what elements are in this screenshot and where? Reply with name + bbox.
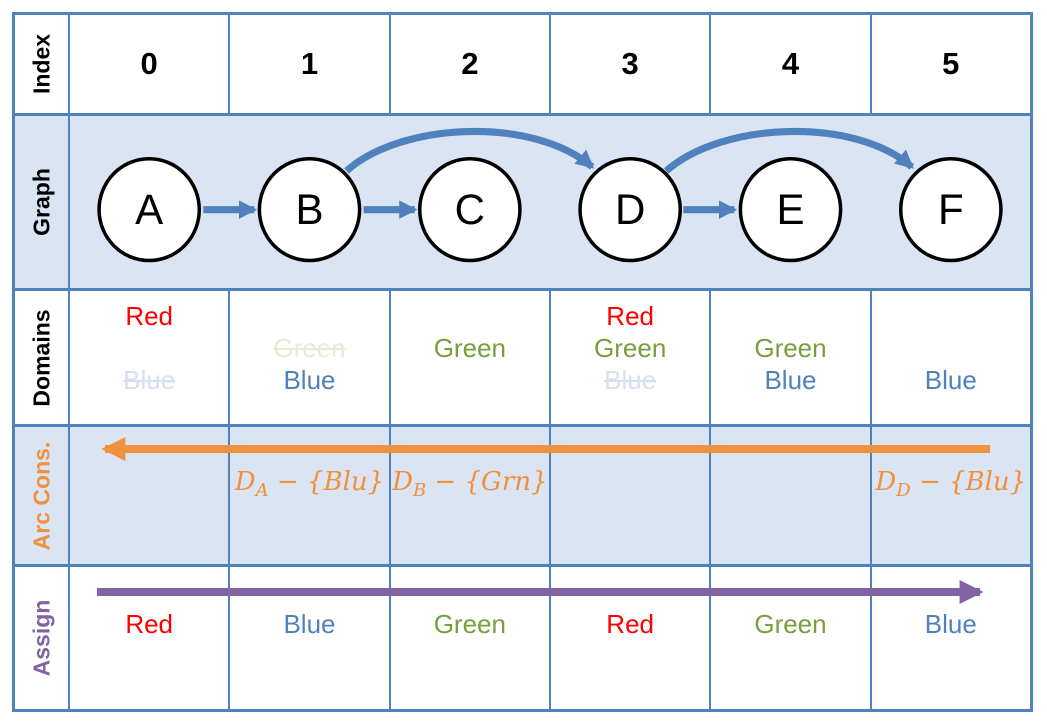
assigned-color: Red [125,609,174,639]
domain-value: Blue [123,365,176,395]
graph-row-label: Graph [28,168,54,236]
graph-row-label-cell: Graph [15,116,70,288]
domain-value [70,332,228,364]
csp-table: Index 0 1 2 3 4 5 Graph [12,12,1033,712]
index-row: Index 0 1 2 3 4 5 [15,15,1030,113]
assign-cell-4: Green [709,567,869,709]
graph-node-D-label: D [615,186,645,233]
domain-cell-1: Green Blue [228,291,388,424]
index-row-label: Index [28,33,54,95]
assigned-color: Blue [924,609,977,639]
constraint-graph-svg: A B C D E [97,127,1003,263]
domain-value: Green [594,333,667,363]
graph-node-E-label: E [776,186,804,233]
domain-reduction-formula: DB − {Grn} [392,467,548,502]
assigned-color: Blue [283,609,336,639]
index-cell-0: 0 [140,46,158,81]
graph-node-E: E [738,156,843,263]
edge-D-F [663,127,915,174]
domain-cell-2: Green [388,291,549,424]
edge-B-D [344,127,595,174]
index-cell-4: 4 [709,15,869,113]
assign-cell-0: Red [70,567,228,709]
domain-value: Blue [604,365,657,395]
graph-node-A-label: A [135,186,164,233]
index-row-label-cell: Index [15,15,70,113]
domain-value: Green [273,333,346,363]
domain-value [391,300,549,332]
assign-cell-3: Red [548,567,709,709]
domain-value: Blue [764,365,817,395]
arc-cons-cell-5: DD − {Blu} [869,427,1030,564]
arc-cons-cell-0 [70,427,228,564]
assigned-color: Green [754,609,827,639]
domain-value [391,364,549,396]
domain-value: Red [606,301,654,331]
index-cell-2: 2 [388,15,549,113]
arc-cons-row-label-cell: Arc Cons. [15,427,70,564]
domain-value [872,300,1030,332]
domain-reduction-formula: DA − {Blu} [234,467,385,502]
arc-cons-row-label: Arc Cons. [28,441,54,550]
assigned-color: Red [606,609,654,639]
graph-node-B-label: B [295,186,323,233]
assign-cell-1: Blue [228,567,388,709]
domain-value: Blue [924,365,977,395]
domain-value [711,300,869,332]
domains-row: Domains Red Blue Green Blue Green Red Gr… [15,288,1030,424]
domain-cell-3: Red Green Blue [548,291,709,424]
index-cell-3: 3 [548,15,709,113]
assign-row-label-cell: Assign [15,567,70,709]
domain-value: Red [125,301,174,331]
graph-node-B: B [257,156,362,263]
arc-cons-cell-3 [548,427,709,564]
index-cell-5: 5 [869,15,1030,113]
graph-node-F-label: F [938,186,964,233]
arc-cons-cell-1: DA − {Blu} [228,427,388,564]
constraint-graph: A B C D E [70,116,1030,288]
graph-row: Graph [15,113,1030,288]
graph-node-D: D [578,156,683,263]
graph-node-C-label: C [455,186,485,233]
arc-cons-cell-4 [709,427,869,564]
domain-value: Green [433,333,506,363]
domain-value [230,300,388,332]
domain-cell-0: Red Blue [70,291,228,424]
arc-consistency-row: Arc Cons. DA − {Blu} DB − {Grn} DD − {Bl… [15,424,1030,564]
assigned-color: Green [433,609,506,639]
index-cell-1: 1 [228,15,388,113]
domain-value [872,332,1030,364]
graph-node-C: C [417,156,522,263]
assign-row: Assign Red Blue Green Red Green Blue [15,564,1030,709]
domain-value: Green [754,333,827,363]
domain-cell-5: Blue [869,291,1030,424]
assign-cell-2: Green [388,567,549,709]
assign-cell-5: Blue [869,567,1030,709]
domains-row-label-cell: Domains [15,291,70,424]
domain-reduction-formula: DD − {Blu} [875,467,1027,502]
domain-cell-4: Green Blue [709,291,869,424]
graph-node-F: F [898,156,1003,263]
arc-cons-cell-2: DB − {Grn} [388,427,549,564]
graph-node-A: A [97,156,202,263]
domain-value: Blue [283,365,336,395]
domains-row-label: Domains [28,308,54,407]
assign-row-label: Assign [28,599,54,677]
